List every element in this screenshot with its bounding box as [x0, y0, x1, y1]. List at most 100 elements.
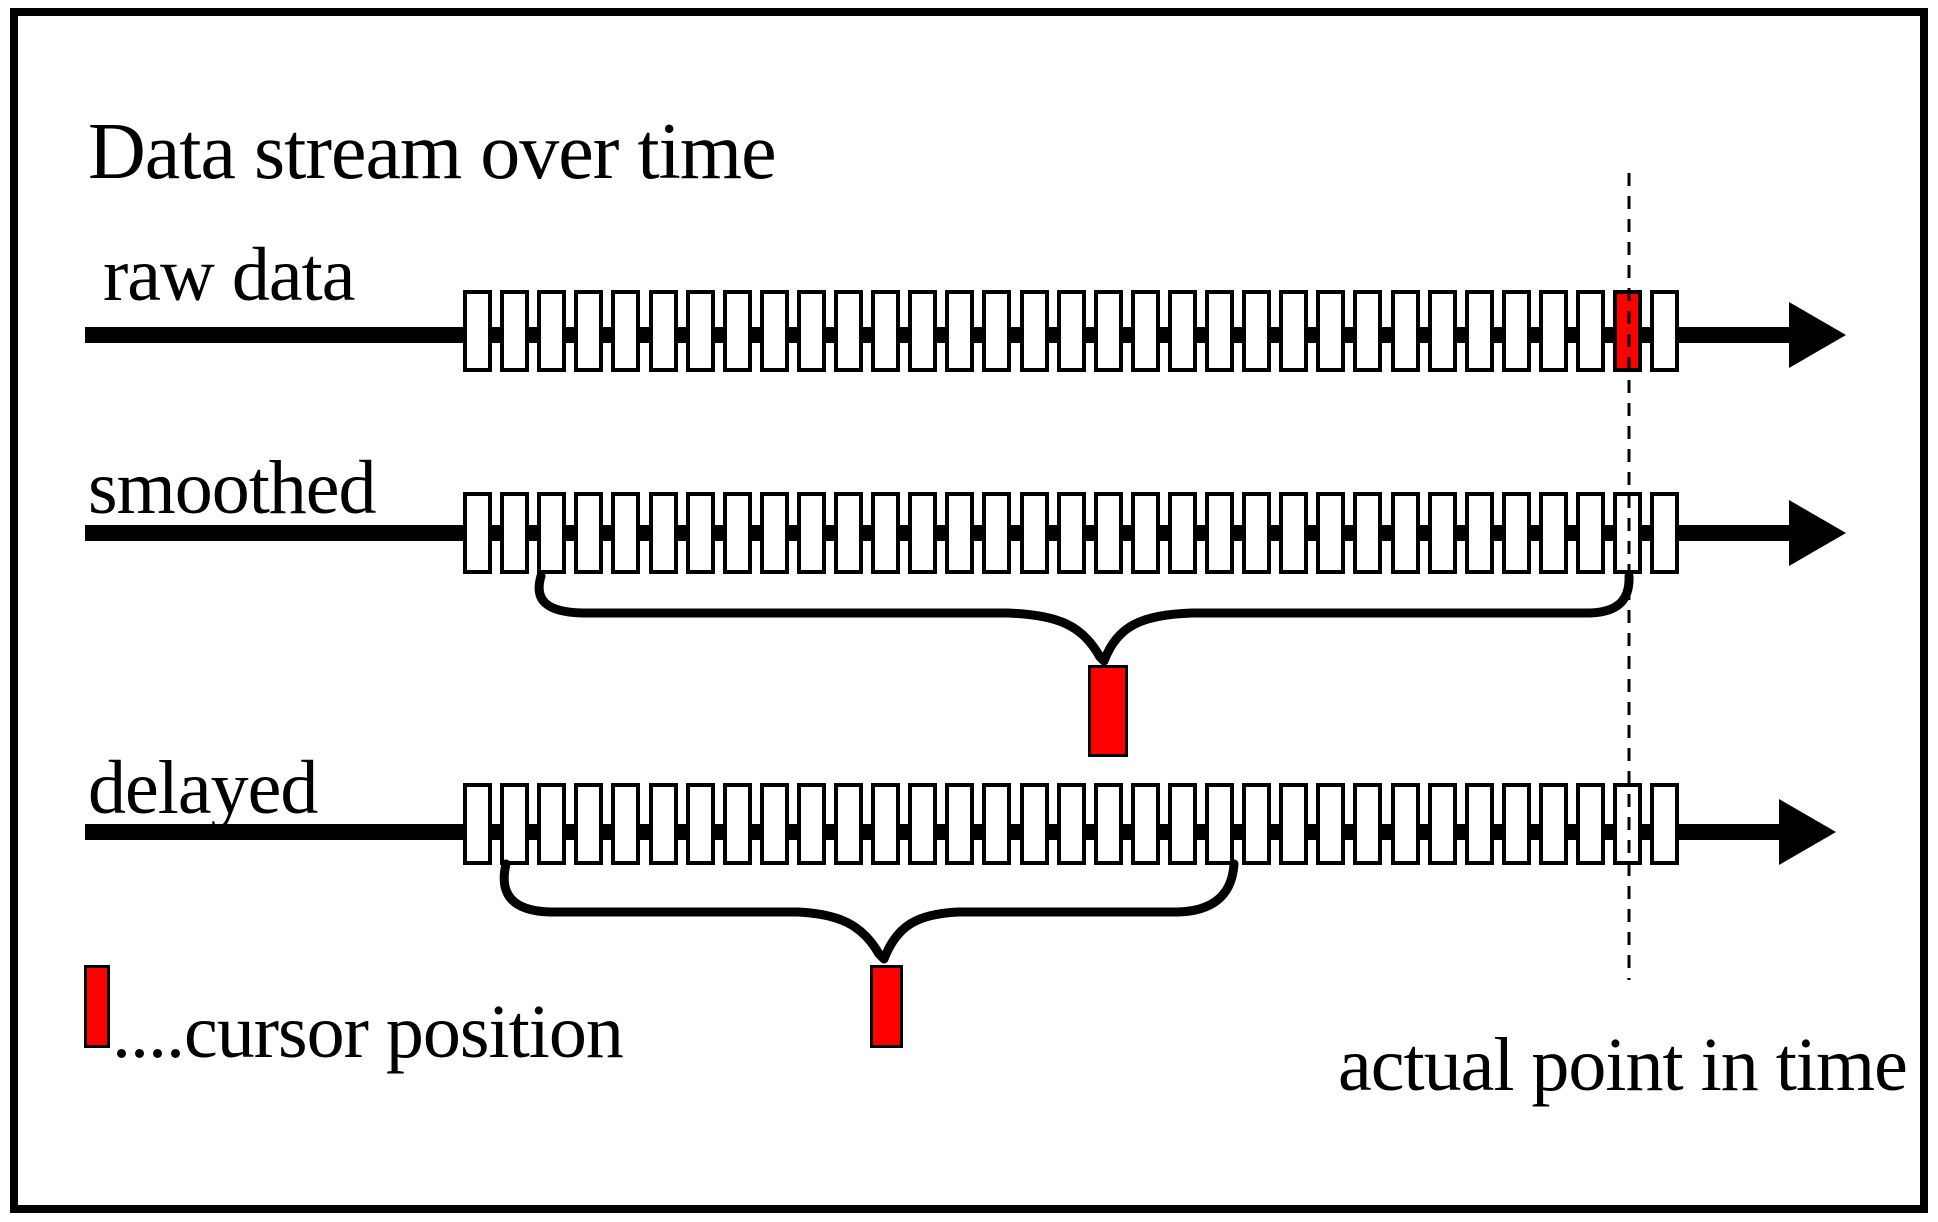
- sample-box: [1428, 492, 1457, 574]
- delayed-cursor-marker: [870, 965, 903, 1048]
- sample-box: [1539, 492, 1568, 574]
- sample-box: [1576, 492, 1605, 574]
- sample-box: [982, 783, 1011, 865]
- sample-box: [1316, 290, 1345, 372]
- sample-box: [611, 290, 640, 372]
- sample-box: [1205, 290, 1234, 372]
- sample-box: [649, 290, 678, 372]
- sample-box: [611, 492, 640, 574]
- sample-box: [908, 492, 937, 574]
- sample-box: [1465, 290, 1494, 372]
- sample-box: [1428, 290, 1457, 372]
- sample-box: [1094, 290, 1123, 372]
- sample-box: [834, 783, 863, 865]
- sample-box: [1205, 492, 1234, 574]
- sample-box: [537, 492, 566, 574]
- sample-box: [797, 290, 826, 372]
- sample-box: [982, 290, 1011, 372]
- sample-box: [1131, 290, 1160, 372]
- sample-box: [1057, 492, 1086, 574]
- sample-box: [1353, 783, 1382, 865]
- sample-box: [1242, 783, 1271, 865]
- sample-box: [1279, 290, 1308, 372]
- sample-box: [871, 290, 900, 372]
- sample-box: [686, 290, 715, 372]
- sample-box: [1242, 492, 1271, 574]
- sample-box: [1020, 492, 1049, 574]
- sample-box: [908, 290, 937, 372]
- sample-box: [945, 783, 974, 865]
- sample-box: [1168, 783, 1197, 865]
- sample-box: [1576, 290, 1605, 372]
- sample-box: [723, 492, 752, 574]
- sample-box: [797, 492, 826, 574]
- sample-box: [1057, 783, 1086, 865]
- sample-box: [649, 783, 678, 865]
- sample-box: [1502, 290, 1531, 372]
- sample-box: [1205, 783, 1234, 865]
- sample-box: [1353, 290, 1382, 372]
- sample-box: [797, 783, 826, 865]
- sample-box: [1131, 492, 1160, 574]
- sample-box: [723, 783, 752, 865]
- sample-box: [871, 492, 900, 574]
- sample-box: [1613, 783, 1642, 865]
- sample-box: [1391, 783, 1420, 865]
- sample-box: [1168, 492, 1197, 574]
- sample-box: [1502, 492, 1531, 574]
- sample-box: [1316, 783, 1345, 865]
- sample-box: [611, 783, 640, 865]
- sample-box: [686, 492, 715, 574]
- sample-box: [463, 290, 492, 372]
- sample-box: [1539, 783, 1568, 865]
- sample-box: [871, 783, 900, 865]
- sample-box: [834, 492, 863, 574]
- sample-box: [1168, 290, 1197, 372]
- smoothed-cursor-marker: [1088, 665, 1128, 757]
- sample-box: [500, 492, 529, 574]
- sample-box: [574, 290, 603, 372]
- sample-box: [1131, 783, 1160, 865]
- sample-box: [1279, 492, 1308, 574]
- sample-box: [500, 290, 529, 372]
- sample-box: [500, 783, 529, 865]
- sample-box: [574, 492, 603, 574]
- sample-box: [945, 290, 974, 372]
- sample-box: [723, 290, 752, 372]
- sample-box: [1539, 290, 1568, 372]
- sample-box: [1020, 783, 1049, 865]
- sample-box: [1502, 783, 1531, 865]
- sample-box: [1279, 783, 1308, 865]
- sample-box: [649, 492, 678, 574]
- sample-box: [574, 783, 603, 865]
- sample-box: [1428, 783, 1457, 865]
- sample-box: [760, 492, 789, 574]
- sample-box: [1057, 290, 1086, 372]
- sample-box: [1650, 783, 1679, 865]
- sample-box: [1020, 290, 1049, 372]
- sample-box: [1650, 492, 1679, 574]
- sample-box: [1242, 290, 1271, 372]
- sample-box: [1094, 492, 1123, 574]
- sample-box: [463, 783, 492, 865]
- sample-box-current: [1613, 290, 1642, 372]
- sample-box: [1613, 492, 1642, 574]
- sample-box: [537, 290, 566, 372]
- sample-box: [1094, 783, 1123, 865]
- sample-box: [686, 783, 715, 865]
- sample-box: [1576, 783, 1605, 865]
- sample-box: [463, 492, 492, 574]
- sample-box: [1391, 290, 1420, 372]
- sample-box: [1465, 492, 1494, 574]
- sample-box: [1391, 492, 1420, 574]
- sample-box: [760, 783, 789, 865]
- sample-box: [760, 290, 789, 372]
- sample-box: [1353, 492, 1382, 574]
- sample-box: [1316, 492, 1345, 574]
- sample-box: [1650, 290, 1679, 372]
- sample-box: [537, 783, 566, 865]
- sample-box: [982, 492, 1011, 574]
- sample-box: [945, 492, 974, 574]
